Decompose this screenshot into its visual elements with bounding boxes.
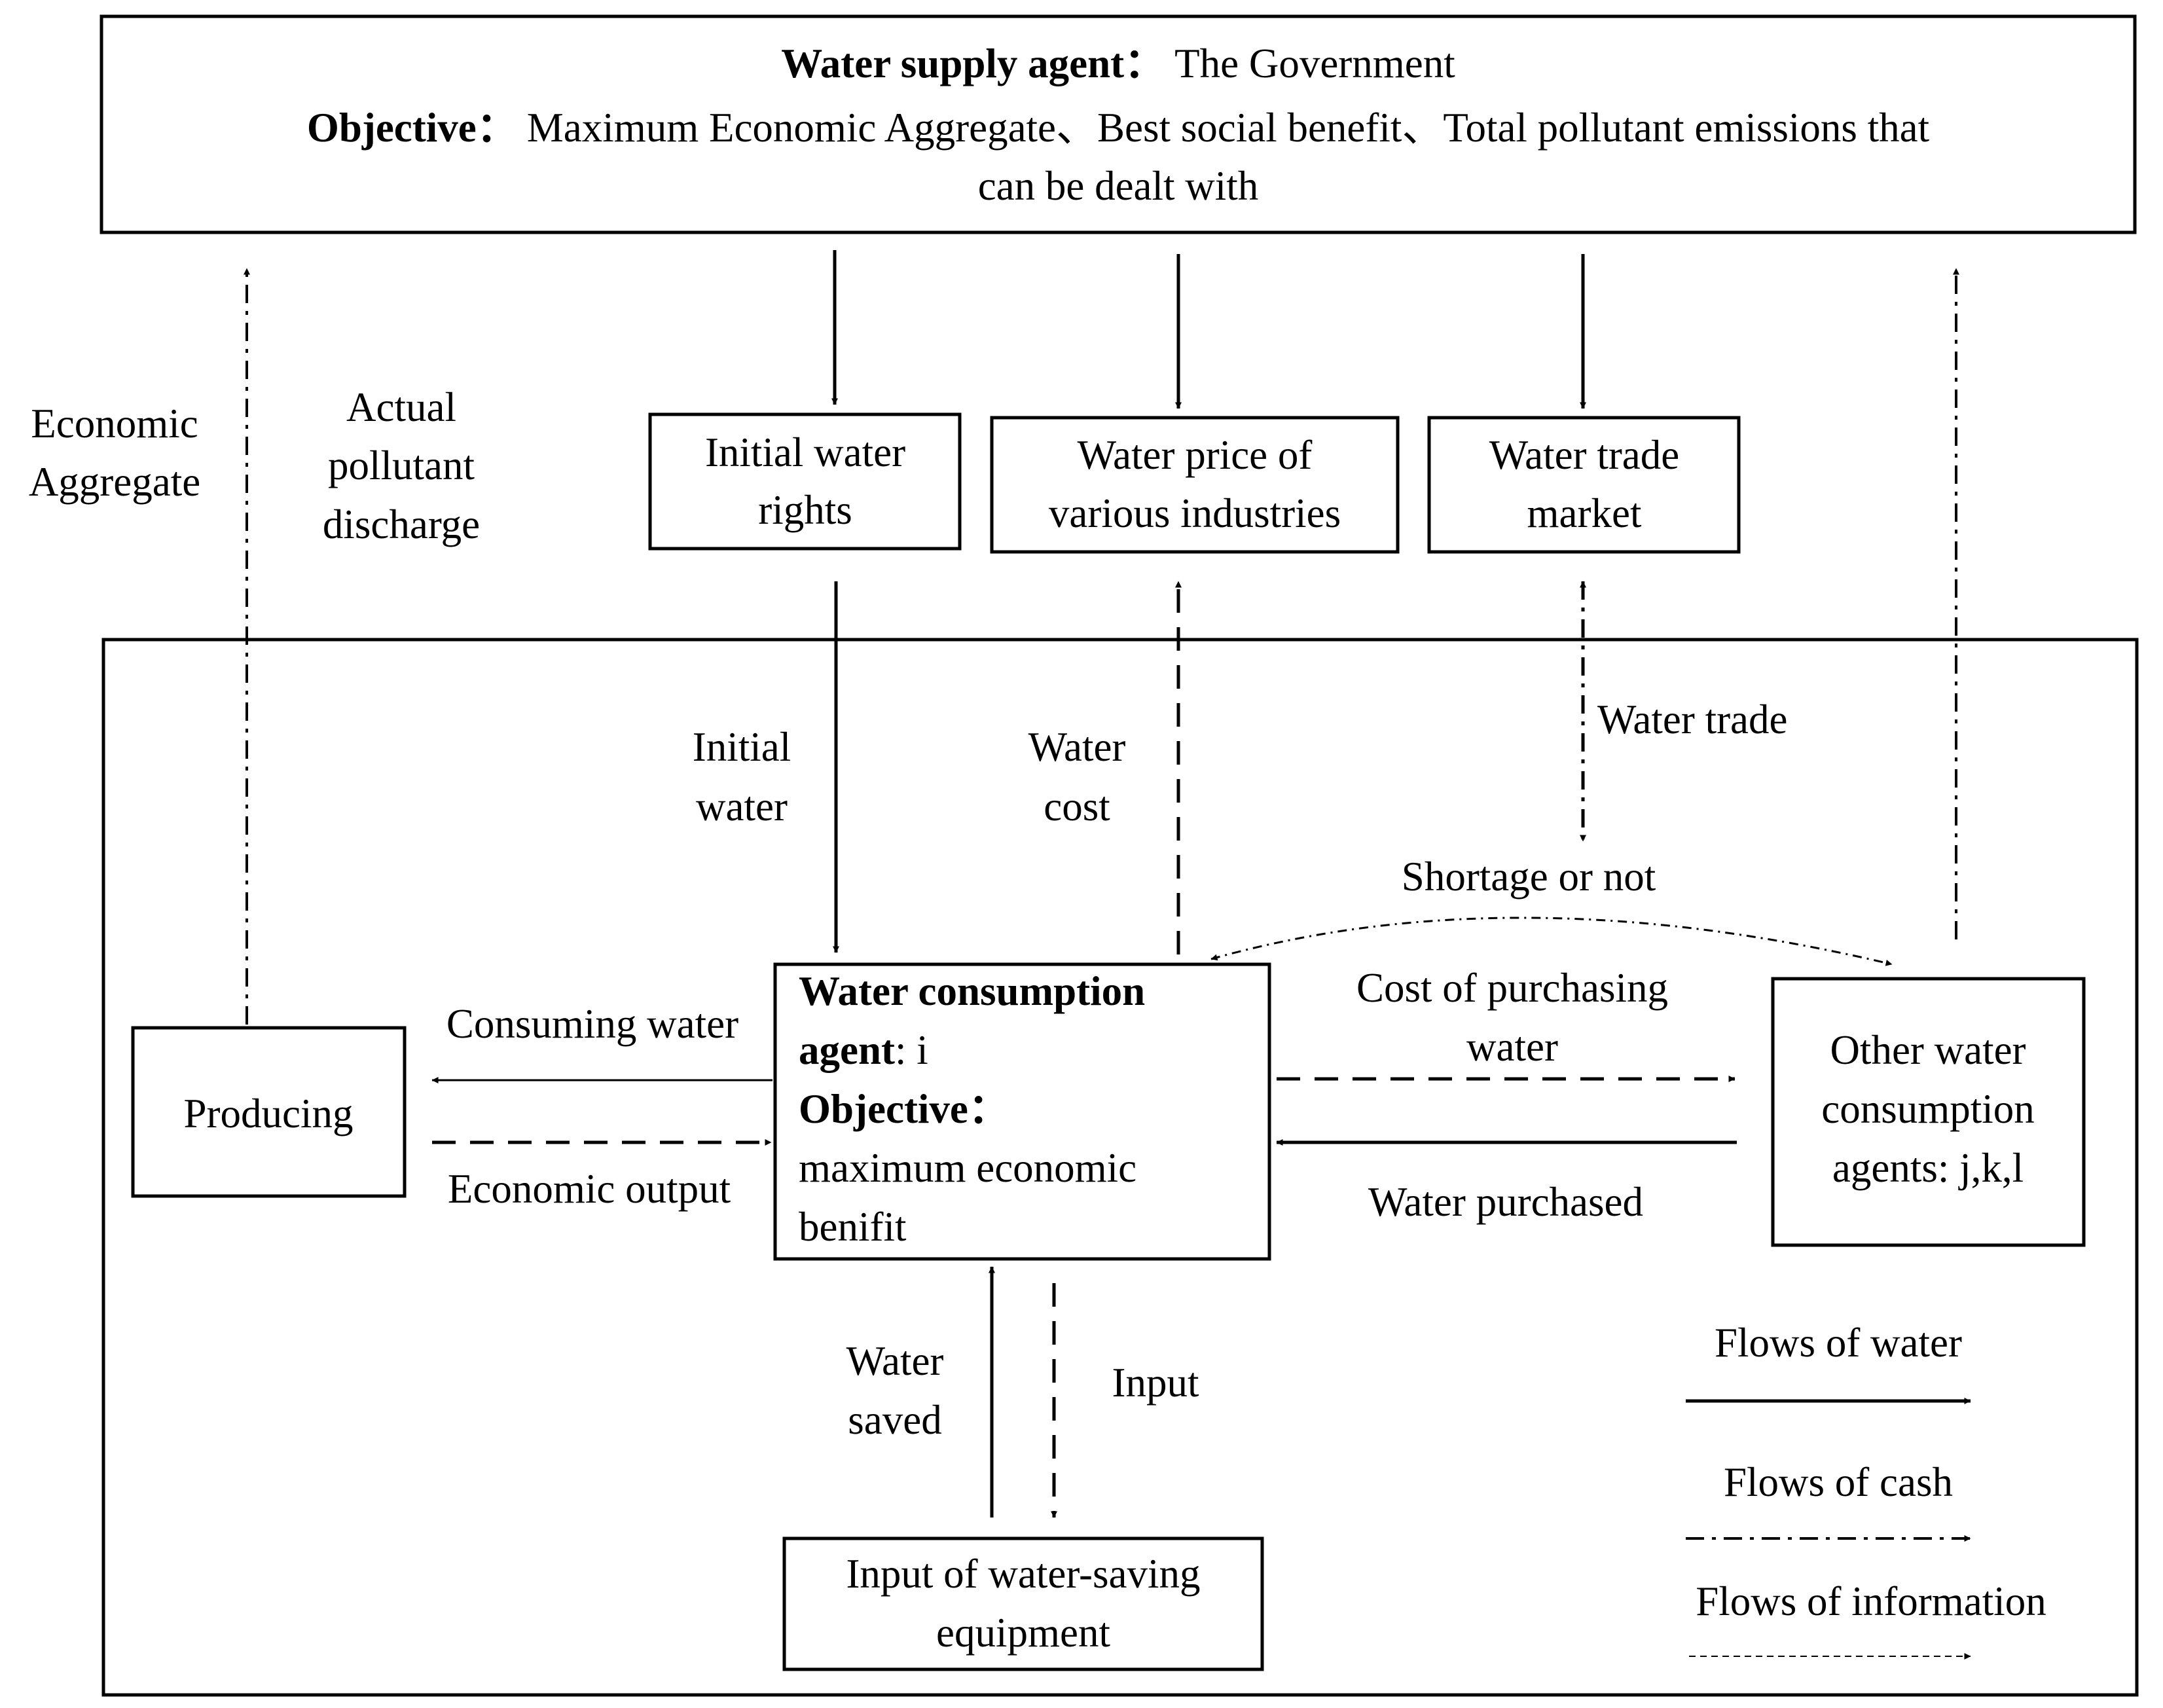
legend: Flows of water Flows of cash Flows of in… xyxy=(1686,1320,2046,1660)
initial-water-rights-box xyxy=(648,412,962,551)
pollutant-label-3: discharge xyxy=(323,501,480,547)
consumption-system-frame xyxy=(101,638,2139,1697)
water-saved-label-1: Water xyxy=(846,1338,944,1384)
government-line-1: Water supply agent：The Government xyxy=(781,41,1455,86)
water-purchased-label: Water purchased xyxy=(1368,1179,1643,1225)
water-trade-market-line-2: market xyxy=(1527,490,1642,536)
agent-title: Water consumption xyxy=(799,968,1145,1014)
producing-label: Producing xyxy=(184,1091,354,1136)
pollutant-label-2: pollutant xyxy=(328,443,475,488)
water-saved-label-2: saved xyxy=(848,1397,941,1443)
legend-cash-label: Flows of cash xyxy=(1724,1459,1953,1505)
economic-aggregate-label-1: Economic xyxy=(31,401,198,446)
cost-purchasing-label-1: Cost of purchasing xyxy=(1356,965,1668,1011)
water-consumption-agent-box xyxy=(773,962,1271,1261)
water-price-line-1: Water price of xyxy=(1078,432,1313,478)
agent-objective-line-1: maximum economic xyxy=(799,1145,1136,1191)
shortage-label: Shortage or not xyxy=(1402,854,1656,899)
water-price-box xyxy=(990,416,1400,554)
equipment-line-2: equipment xyxy=(936,1610,1110,1656)
equipment-line-1: Input of water-saving xyxy=(846,1551,1200,1597)
agent-objective-line-2: benifit xyxy=(799,1204,907,1250)
initial-water-rights-line-1: Initial water xyxy=(705,429,905,475)
government-line-3: can be dealt with xyxy=(978,163,1259,209)
initial-water-label-2: water xyxy=(696,784,788,829)
water-cost-label-2: cost xyxy=(1044,784,1110,829)
producing-box xyxy=(131,1026,407,1198)
consuming-water-label: Consuming water xyxy=(446,1001,738,1047)
other-agents-line-1: Other water xyxy=(1830,1027,2026,1073)
other-agents-line-2: consumption xyxy=(1821,1086,2035,1132)
water-trade-market-box xyxy=(1427,416,1741,554)
initial-water-rights-line-2: rights xyxy=(758,487,852,533)
other-agents-box xyxy=(1771,977,2086,1247)
pollutant-label-1: Actual xyxy=(346,384,456,430)
cost-purchasing-label-2: water xyxy=(1466,1024,1558,1070)
legend-water-label: Flows of water xyxy=(1715,1320,1962,1366)
economic-aggregate-label-2: Aggregate xyxy=(29,459,200,505)
water-trade-market-line-1: Water trade xyxy=(1489,432,1679,478)
arrow-shortage-info xyxy=(1210,917,1893,966)
other-agents-line-3: agents: j,k,l xyxy=(1832,1145,2024,1191)
water-cost-label-1: Water xyxy=(1028,724,1126,770)
water-price-line-2: various industries xyxy=(1049,490,1341,536)
government-box xyxy=(100,14,2137,234)
water-trade-label: Water trade xyxy=(1597,697,1787,742)
initial-water-label-1: Initial xyxy=(693,724,791,770)
agent-objective-label: Objective： xyxy=(799,1086,1009,1132)
water-saving-equipment-box xyxy=(782,1536,1264,1671)
economic-output-label: Economic output xyxy=(448,1166,731,1212)
government-line-2: Objective：Maximum Economic Aggregate、Bes… xyxy=(307,105,1930,151)
legend-information-label: Flows of information xyxy=(1696,1578,2046,1624)
agent-id: agent: i xyxy=(799,1027,928,1073)
input-label: Input xyxy=(1112,1360,1199,1406)
